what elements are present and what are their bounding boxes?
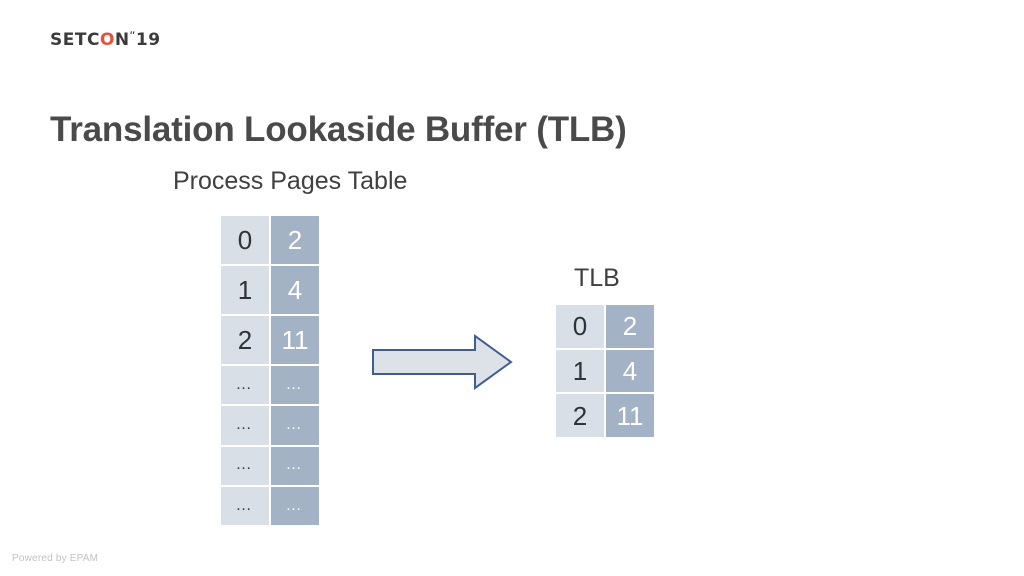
logo-text-before: SETC	[50, 30, 100, 50]
footer-credit: Powered by EPAM	[12, 553, 99, 564]
page-title: Translation Lookaside Buffer (TLB)	[50, 110, 627, 150]
pages-table-label: Process Pages Table	[173, 167, 408, 195]
tlb-cell-key: 2	[555, 393, 605, 439]
tlb-cell-value: 2	[605, 304, 655, 349]
setcon-logo: SETCONʺ19	[50, 30, 161, 50]
pages-cell-key: …	[220, 445, 270, 486]
ellipsis-glyph: …	[235, 455, 255, 474]
table-row: 1 4	[220, 265, 320, 316]
tlb-cell-value: 4	[605, 348, 655, 394]
logo-accent-letter: O	[99, 30, 115, 50]
tlb-cell-key: 1	[555, 348, 605, 394]
ellipsis-glyph: …	[235, 495, 255, 514]
ellipsis-glyph: …	[285, 374, 305, 393]
pages-cell-key: …	[220, 405, 270, 446]
table-row: 2 11	[220, 315, 320, 366]
process-pages-table: 0 2 1 4 2 11 … … … … … … … …	[220, 215, 320, 527]
pages-cell-key: …	[220, 365, 270, 406]
table-row: … …	[220, 485, 320, 527]
table-row: 0 2	[555, 304, 655, 349]
table-row: … …	[220, 445, 320, 486]
table-row: 2 11	[555, 393, 655, 439]
pages-cell-key: 0	[220, 215, 270, 266]
logo-tick-mark: ʺ	[129, 30, 136, 43]
pages-cell-key: 1	[220, 265, 270, 316]
table-row: 0 2	[220, 215, 320, 266]
tlb-cell-value: 11	[605, 393, 655, 439]
pages-cell-key: …	[220, 485, 270, 527]
tlb-table-label: TLB	[574, 264, 620, 292]
pages-cell-key: 2	[220, 315, 270, 366]
table-row: 1 4	[555, 348, 655, 394]
ellipsis-glyph: …	[235, 374, 255, 393]
tlb-table: 0 2 1 4 2 11	[555, 304, 655, 439]
pages-cell-value: 2	[270, 215, 320, 266]
tlb-cell-key: 0	[555, 304, 605, 349]
pages-cell-value: …	[270, 365, 320, 406]
ellipsis-glyph: …	[285, 415, 305, 434]
table-row: … …	[220, 405, 320, 446]
table-row: … …	[220, 365, 320, 406]
pages-cell-value: 11	[270, 315, 320, 366]
logo-year: 19	[135, 30, 161, 50]
pages-cell-value: …	[270, 485, 320, 527]
ellipsis-glyph: …	[285, 495, 305, 514]
ellipsis-glyph: …	[235, 415, 255, 434]
logo-text-after: N	[114, 30, 130, 50]
ellipsis-glyph: …	[285, 455, 305, 474]
pages-cell-value: …	[270, 405, 320, 446]
pages-cell-value: 4	[270, 265, 320, 316]
pages-cell-value: …	[270, 445, 320, 486]
right-arrow-icon	[371, 334, 513, 390]
